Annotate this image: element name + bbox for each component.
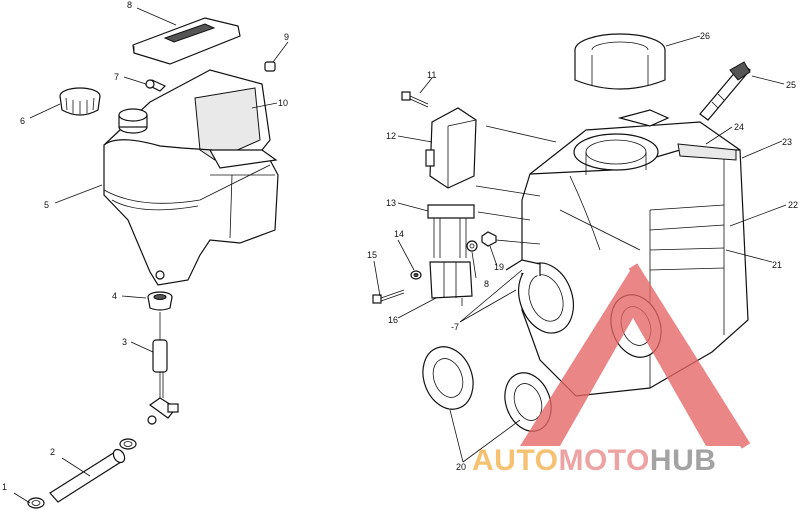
callout-15: 15 bbox=[367, 250, 377, 260]
watermark-text-moto: MOTO bbox=[558, 444, 649, 477]
bolt-part bbox=[144, 79, 167, 92]
callout-20: 20 bbox=[456, 462, 466, 472]
oil-tank-part bbox=[103, 69, 279, 286]
strap-part bbox=[699, 61, 751, 121]
ignition-coil-part bbox=[429, 261, 473, 306]
watermark-triangle-icon bbox=[628, 263, 751, 449]
bolt-part bbox=[401, 91, 429, 108]
watermark-text-auto: AUTO bbox=[472, 444, 558, 477]
callout-6: 6 bbox=[20, 116, 25, 126]
callout-13: 13 bbox=[386, 198, 396, 208]
tank-lid-part bbox=[59, 87, 101, 116]
watermark-triangle-icon bbox=[520, 266, 746, 446]
callout-2: 2 bbox=[50, 447, 55, 457]
callout-23: 23 bbox=[782, 137, 792, 147]
callout-7: 7 bbox=[114, 72, 119, 82]
callout-labels: 1 2 3 4 5 6 7 8 9 10 11 12 13 14 15 16 8… bbox=[2, 0, 798, 492]
callout-19: 19 bbox=[494, 262, 504, 272]
duct-seal-part bbox=[422, 346, 474, 410]
tank-cover-part bbox=[132, 17, 241, 65]
coil-bracket-part bbox=[427, 204, 475, 258]
watermark-text: AUTOMOTOHUB bbox=[472, 444, 716, 477]
bolt-part bbox=[372, 289, 405, 304]
callout-12: 12 bbox=[386, 131, 396, 141]
hose-clamp-part bbox=[119, 438, 137, 450]
callout-21: 21 bbox=[772, 260, 782, 270]
callout-3: 3 bbox=[122, 337, 127, 347]
grommet-part bbox=[147, 291, 173, 311]
airbox-assembly bbox=[372, 33, 751, 432]
callout-11: 11 bbox=[427, 70, 436, 80]
nut-part bbox=[481, 231, 497, 247]
callout-8: 8 bbox=[127, 0, 132, 10]
watermark: AUTOMOTOHUB bbox=[472, 263, 751, 477]
airbox-part bbox=[505, 109, 749, 397]
callout-14: 14 bbox=[394, 229, 404, 239]
callout-1: 1 bbox=[2, 482, 7, 492]
callout-leaders bbox=[13, 7, 787, 504]
callout-5: 5 bbox=[44, 200, 49, 210]
filter-fitting-part bbox=[147, 312, 179, 425]
callout-9: 9 bbox=[284, 32, 289, 42]
callout-16: 16 bbox=[388, 315, 398, 325]
washer-part bbox=[466, 240, 478, 252]
callout-4: 4 bbox=[112, 291, 117, 301]
callout-25: 25 bbox=[786, 80, 796, 90]
hose-part bbox=[49, 448, 126, 503]
callout-10: 10 bbox=[278, 98, 288, 108]
callout-26: 26 bbox=[700, 31, 710, 41]
callout-minus-7: -7 bbox=[451, 322, 459, 332]
callout-24: 24 bbox=[734, 122, 744, 132]
air-filter-foam-part bbox=[574, 33, 666, 90]
callout-8-right: 8 bbox=[484, 279, 489, 289]
callout-22: 22 bbox=[788, 200, 798, 210]
washer-part bbox=[410, 270, 422, 280]
nut-part bbox=[264, 61, 276, 72]
watermark-text-hub: HUB bbox=[650, 444, 717, 477]
oil-tank-assembly bbox=[27, 17, 279, 509]
hose-clamp-part bbox=[27, 497, 45, 509]
cdi-module-part bbox=[425, 107, 477, 189]
